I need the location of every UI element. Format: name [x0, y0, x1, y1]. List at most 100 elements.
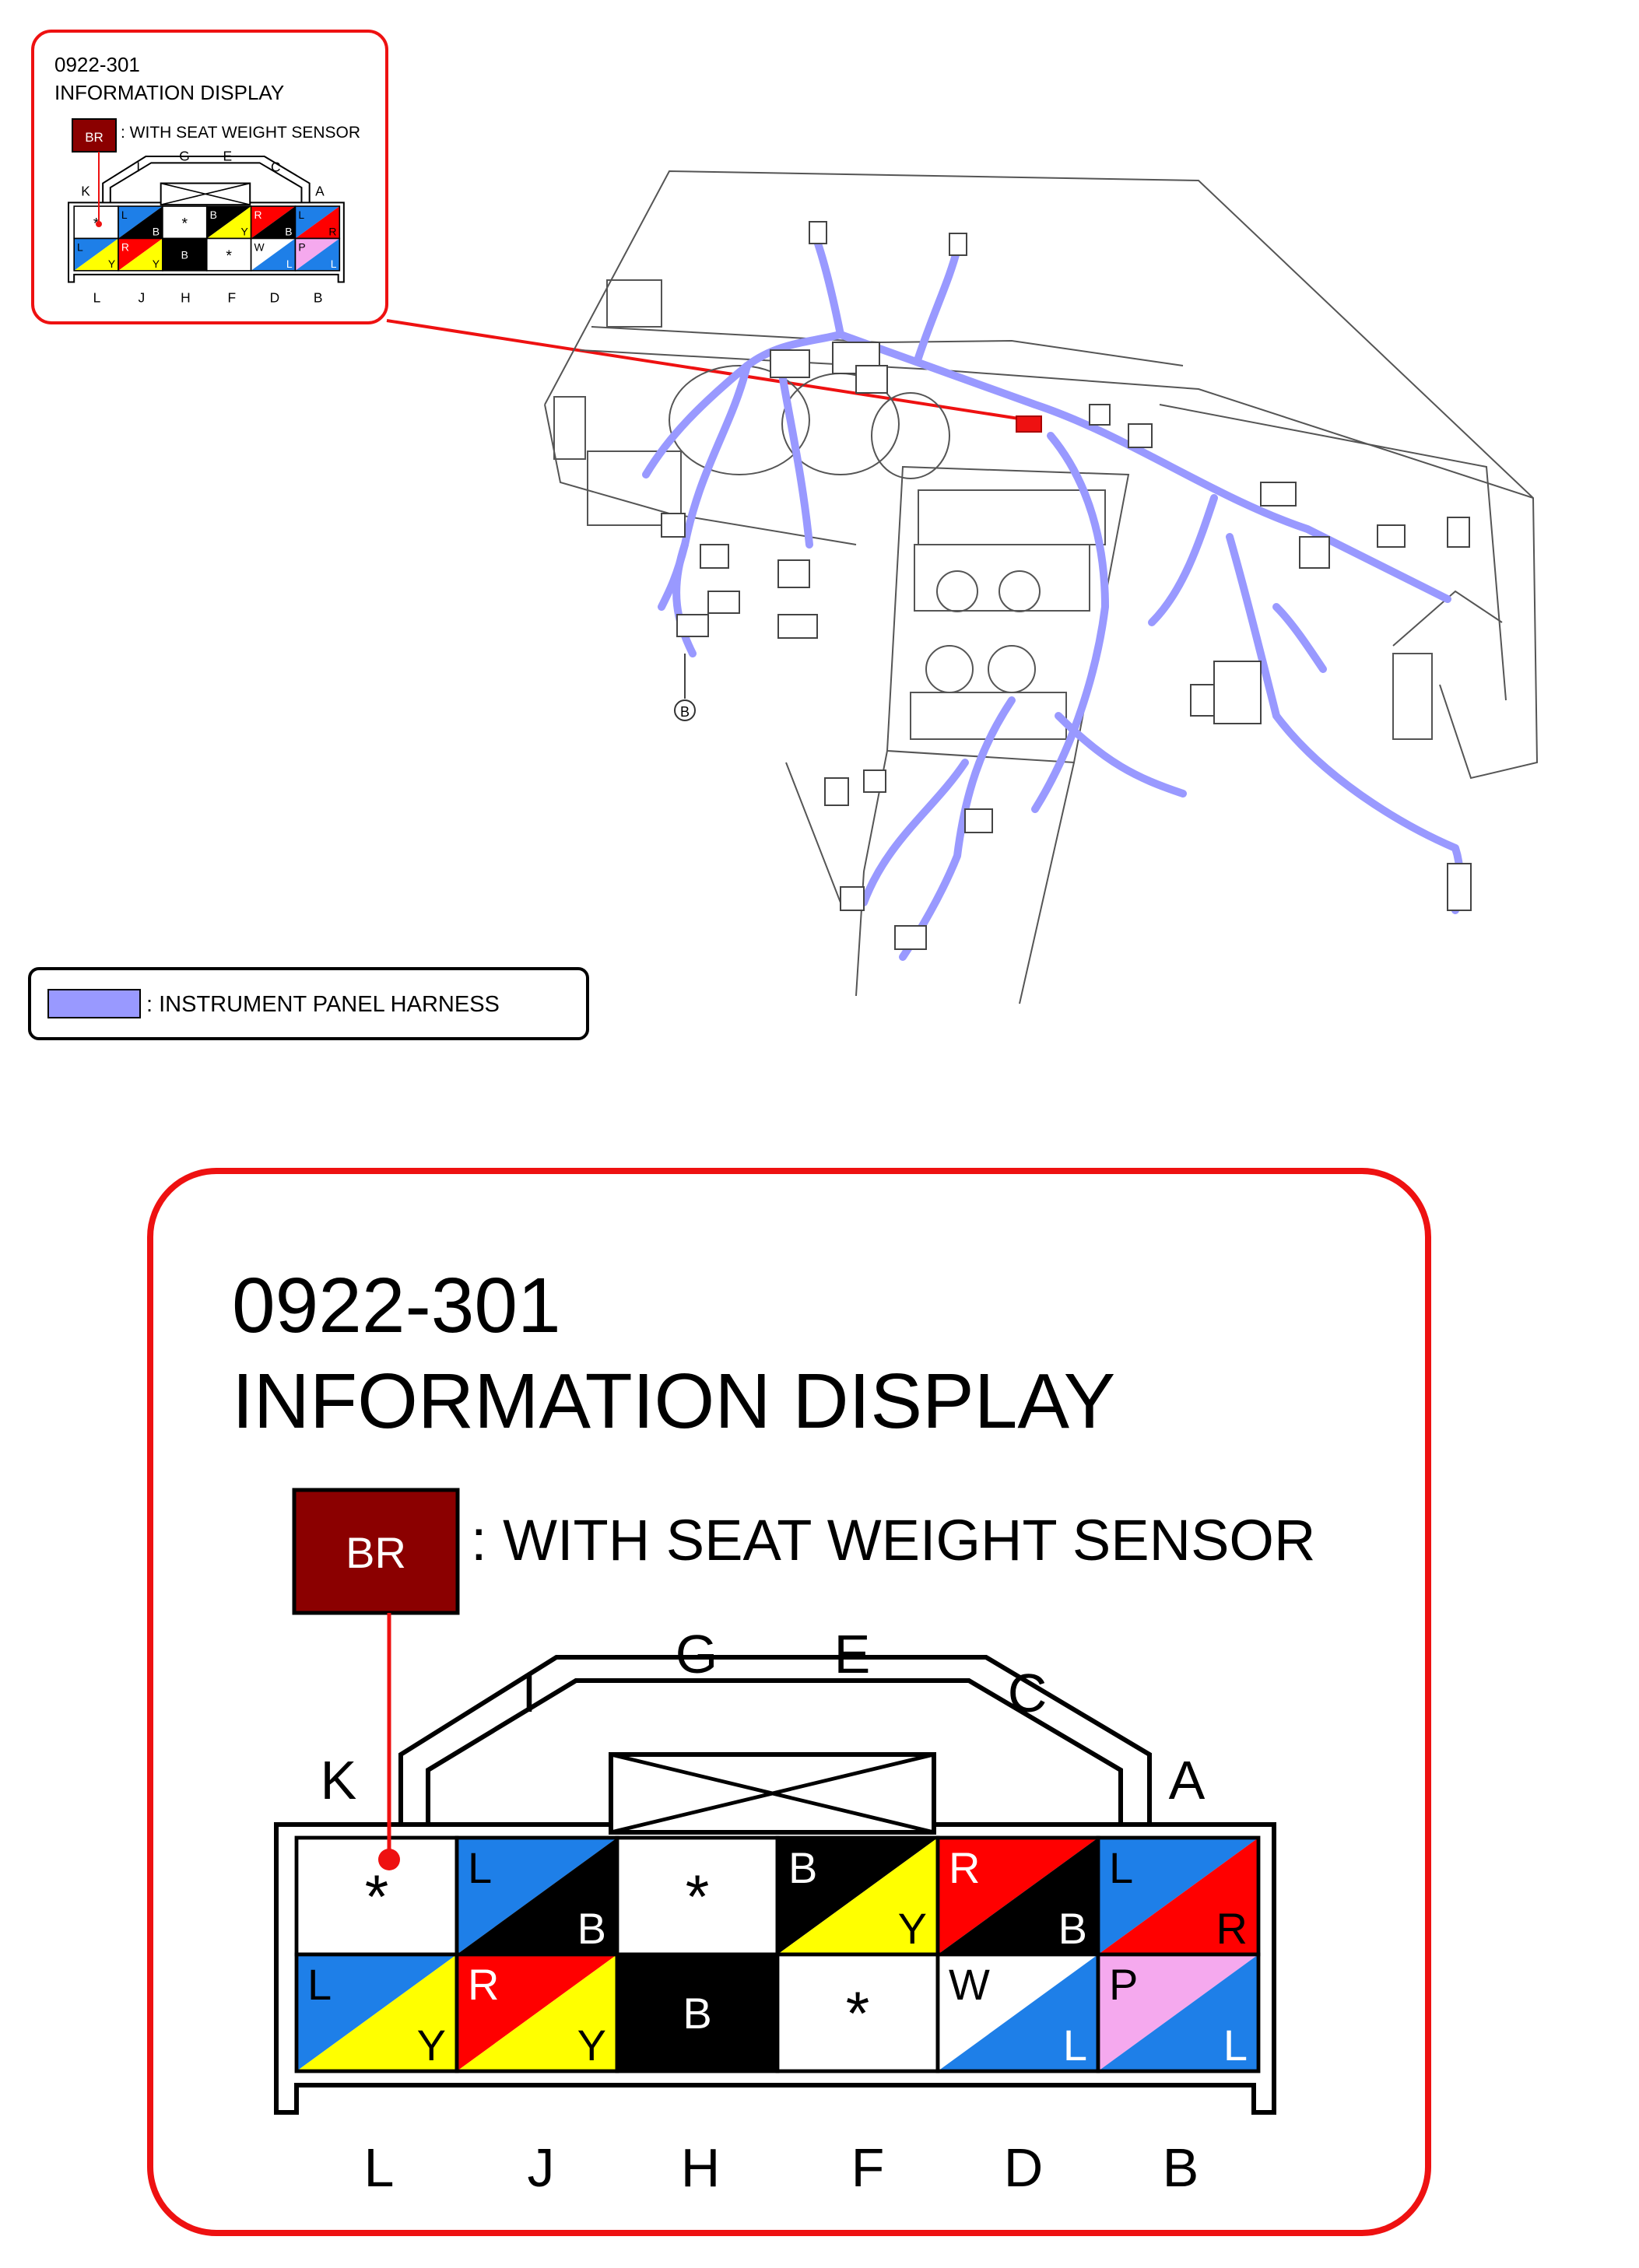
pin-I: LB: [454, 1835, 619, 1957]
pin-unused-mark: *: [226, 247, 232, 265]
pin-color-primary: [251, 206, 296, 239]
pin-D: WL: [250, 237, 297, 272]
inset-callout: 0922-301 INFORMATION DISPLAY BR : WITH S…: [31, 30, 388, 324]
bottom-pin-label: D: [1004, 2137, 1044, 2198]
pin-A: LR: [1096, 1835, 1261, 1957]
information-display-location: [1016, 415, 1042, 433]
pin-color-code-stripe: Y: [898, 1904, 927, 1953]
harness-legend: : INSTRUMENT PANEL HARNESS: [28, 967, 589, 1040]
gauge-cluster: [669, 365, 810, 475]
pin-color-code-stripe: L: [1223, 2021, 1248, 2070]
marker-b-label: B: [680, 704, 690, 720]
pin-color-stripe: [457, 1838, 617, 1954]
pin-color-code-primary: B: [210, 209, 217, 221]
pin-F: *: [205, 237, 252, 272]
callout-leader-line: [386, 319, 1030, 422]
pin-J: RY: [118, 237, 163, 272]
top-pin-label: I: [521, 1663, 536, 1723]
top-pin-label: A: [1169, 1750, 1206, 1811]
pin-color-code-stripe: Y: [153, 258, 160, 270]
detail-br-badge: [292, 1488, 460, 1615]
top-pin-label: K: [321, 1750, 357, 1811]
harness-legend-text: : INSTRUMENT PANEL HARNESS: [146, 992, 500, 1017]
pin-A: LR: [294, 205, 341, 240]
pin-unused-mark: *: [686, 1863, 710, 1931]
pin-empty: [777, 1954, 938, 2071]
bottom-pin-label: H: [681, 2137, 721, 2198]
pin-B: PL: [1096, 1952, 1261, 2073]
connector-latch-inner: [426, 1678, 1123, 1825]
pin-color-stripe: [74, 238, 119, 271]
br-leader-dot: [378, 1849, 400, 1870]
detail-connector-name: INFORMATION DISPLAY: [232, 1358, 1115, 1445]
bottom-pin-label: B: [314, 290, 323, 306]
connector-key-cross: [610, 1752, 935, 1835]
pin-C: RB: [935, 1835, 1100, 1957]
top-pin-label: G: [676, 1624, 718, 1684]
inset-connector-code: 0922-301: [54, 53, 140, 76]
pin-B: PL: [294, 237, 341, 272]
pin-color-code-stripe: R: [1216, 1904, 1248, 1953]
pin-color-code: B: [181, 249, 188, 261]
pin-cell-border: [294, 237, 341, 272]
detail-callout: 0922-301 INFORMATION DISPLAY B R : WITH S…: [147, 1168, 1431, 2236]
pin-empty: [74, 206, 119, 239]
pin-C: RB: [250, 205, 297, 240]
pin-color-code-primary: R: [468, 1960, 499, 2009]
pin-K: *: [294, 1835, 459, 1957]
pin-D: WL: [935, 1952, 1100, 2073]
pin-color-code-stripe: Y: [108, 258, 115, 270]
pin-F: *: [775, 1952, 940, 2073]
pin-color-stripe: [297, 1954, 457, 2071]
bottom-pin-label: D: [270, 290, 280, 306]
pin-H: B: [615, 1952, 780, 2073]
pin-color-solid: [162, 238, 207, 271]
pin-color-code-primary: R: [121, 240, 129, 253]
pin-color-code-stripe: B: [153, 226, 160, 238]
pin-K: *: [73, 205, 119, 240]
pin-color-stripe: [118, 206, 163, 239]
bottom-pin-label: F: [851, 2137, 885, 2198]
inset-br-badge: [72, 118, 117, 152]
left-vent: [587, 450, 682, 526]
bottom-pin-label: J: [528, 2137, 555, 2198]
pin-empty: [297, 1838, 457, 1954]
top-pin-label: I: [136, 159, 140, 174]
pin-color-code-stripe: L: [331, 258, 337, 270]
detail-br-legend-text: : WITH SEAT WEIGHT SENSOR: [471, 1508, 1315, 1572]
top-pin-label: C: [1008, 1663, 1048, 1723]
pin-color-code-primary: B: [788, 1843, 817, 1892]
dashboard-outline: [544, 170, 1539, 780]
pin-E: BY: [205, 205, 252, 240]
inset-br-legend-text: : WITH SEAT WEIGHT SENSOR: [121, 124, 360, 142]
pin-color-code-primary: L: [468, 1843, 492, 1892]
pin-color-code-primary: P: [1109, 1960, 1138, 2009]
pin-color-code-stripe: Y: [417, 2021, 446, 2070]
pin-color-code-primary: W: [949, 1960, 990, 2009]
instrument-panel-harness: [642, 237, 1464, 961]
pin-color-code-primary: L: [1109, 1843, 1133, 1892]
top-pin-label: K: [81, 183, 90, 198]
top-pin-label: E: [223, 149, 232, 164]
pin-color-code-stripe: Y: [577, 2021, 606, 2070]
pin-unused-mark: *: [365, 1863, 389, 1931]
pin-color-code-stripe: B: [577, 1904, 606, 1953]
detail-connector-code: 0922-301: [232, 1262, 561, 1349]
pin-color-stripe: [251, 206, 296, 239]
harness-legend-swatch: [47, 989, 141, 1018]
pin-G: *: [162, 205, 208, 240]
top-pin-label: A: [315, 183, 325, 198]
pin-color-code-stripe: Y: [240, 226, 247, 238]
pin-color-primary: [74, 238, 119, 271]
bottom-pin-label: L: [93, 290, 101, 306]
pin-color-stripe: [1098, 1838, 1258, 1954]
bottom-pin-label: H: [181, 290, 191, 306]
pin-color-stripe: [118, 238, 163, 271]
top-pin-label: E: [834, 1624, 871, 1684]
pin-color-primary: [118, 238, 163, 271]
pin-cell-border: [1096, 1952, 1261, 2073]
pin-color-stripe: [938, 1954, 1098, 2071]
top-pin-label: C: [271, 159, 281, 174]
